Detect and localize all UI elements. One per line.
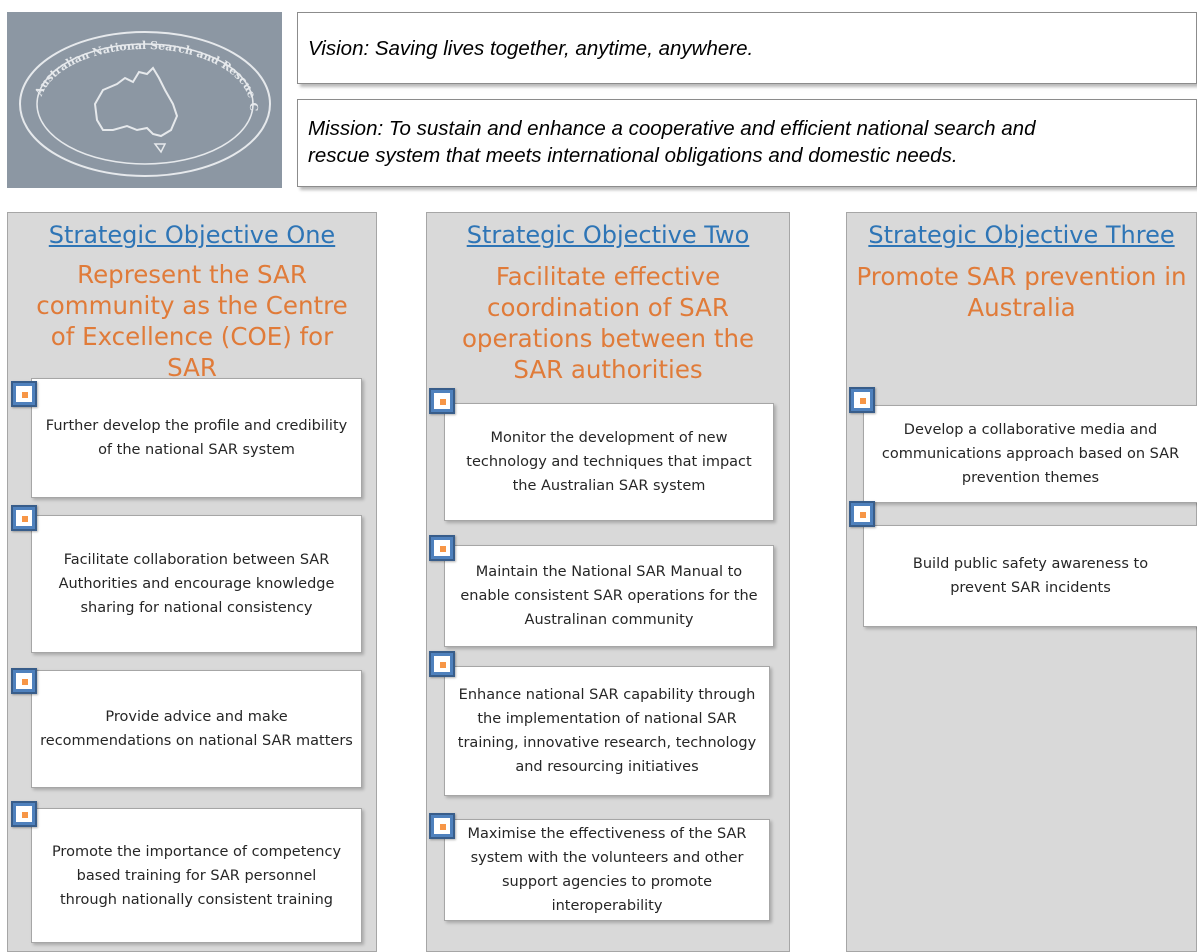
objective-two-item: Enhance national SAR capability through … (444, 666, 770, 796)
bullet-icon (429, 535, 455, 561)
objective-one-column: Strategic Objective One Represent the SA… (7, 212, 377, 952)
council-logo: Australian National Search and Rescue Co… (7, 12, 282, 188)
objective-two-item: Maximise the effectiveness of the SAR sy… (444, 819, 770, 921)
objective-one-title: Represent the SAR community as the Centr… (36, 260, 348, 382)
objective-two-column: Strategic Objective Two Facilitate effec… (426, 212, 790, 952)
item-text: Monitor the development of new technolog… (466, 430, 752, 494)
item-text: Maintain the National SAR Manual to enab… (460, 564, 758, 628)
objective-two-heading: Strategic Objective Two (466, 221, 750, 249)
item-text: Enhance national SAR capability through … (457, 687, 757, 775)
objective-one-item: Promote the importance of competency bas… (31, 808, 362, 943)
objective-one-item: Provide advice and make recommendations … (31, 670, 362, 788)
bullet-icon (429, 651, 455, 677)
objective-three-heading: Strategic Objective Three (868, 221, 1175, 249)
item-text: Further develop the profile and credibil… (45, 418, 348, 458)
objective-one-heading: Strategic Objective One (48, 221, 336, 249)
objective-three-column: Strategic Objective Three Promote SAR pr… (846, 212, 1197, 952)
mission-statement: Mission: To sustain and enhance a cooper… (297, 99, 1197, 187)
item-text: Build public safety awareness to prevent… (912, 556, 1149, 596)
bullet-icon (429, 388, 455, 414)
item-text: Develop a collaborative media and commun… (881, 422, 1180, 486)
mission-text-line-2: rescue system that meets international o… (308, 144, 958, 167)
objective-two-item: Monitor the development of new technolog… (444, 403, 774, 521)
objective-one-item: Facilitate collaboration between SAR Aut… (31, 515, 362, 653)
bullet-icon (11, 668, 37, 694)
bullet-icon (429, 813, 455, 839)
bullet-icon (11, 801, 37, 827)
objective-three-item: Build public safety awareness to prevent… (863, 525, 1197, 627)
item-text: Provide advice and make recommendations … (40, 709, 353, 749)
objective-three-item: Develop a collaborative media and commun… (863, 405, 1197, 503)
item-text: Promote the importance of competency bas… (51, 843, 342, 908)
objective-two-title: Facilitate effective coordination of SAR… (461, 262, 755, 384)
item-text: Facilitate collaboration between SAR Aut… (58, 552, 335, 616)
mission-text-line-1: Mission: To sustain and enhance a cooper… (308, 117, 1036, 140)
australia-map-icon: Australian National Search and Rescue Co… (7, 12, 271, 177)
bullet-icon (11, 505, 37, 531)
vision-statement: Vision: Saving lives together, anytime, … (297, 12, 1197, 84)
bullet-icon (11, 381, 37, 407)
objective-three-title: Promote SAR prevention in Australia (856, 262, 1187, 322)
bullet-icon (849, 501, 875, 527)
bullet-icon (849, 387, 875, 413)
objective-one-item: Further develop the profile and credibil… (31, 378, 362, 498)
vision-text: Vision: Saving lives together, anytime, … (308, 37, 754, 60)
objective-two-item: Maintain the National SAR Manual to enab… (444, 545, 774, 647)
item-text: Maximise the effectiveness of the SAR sy… (467, 826, 747, 914)
